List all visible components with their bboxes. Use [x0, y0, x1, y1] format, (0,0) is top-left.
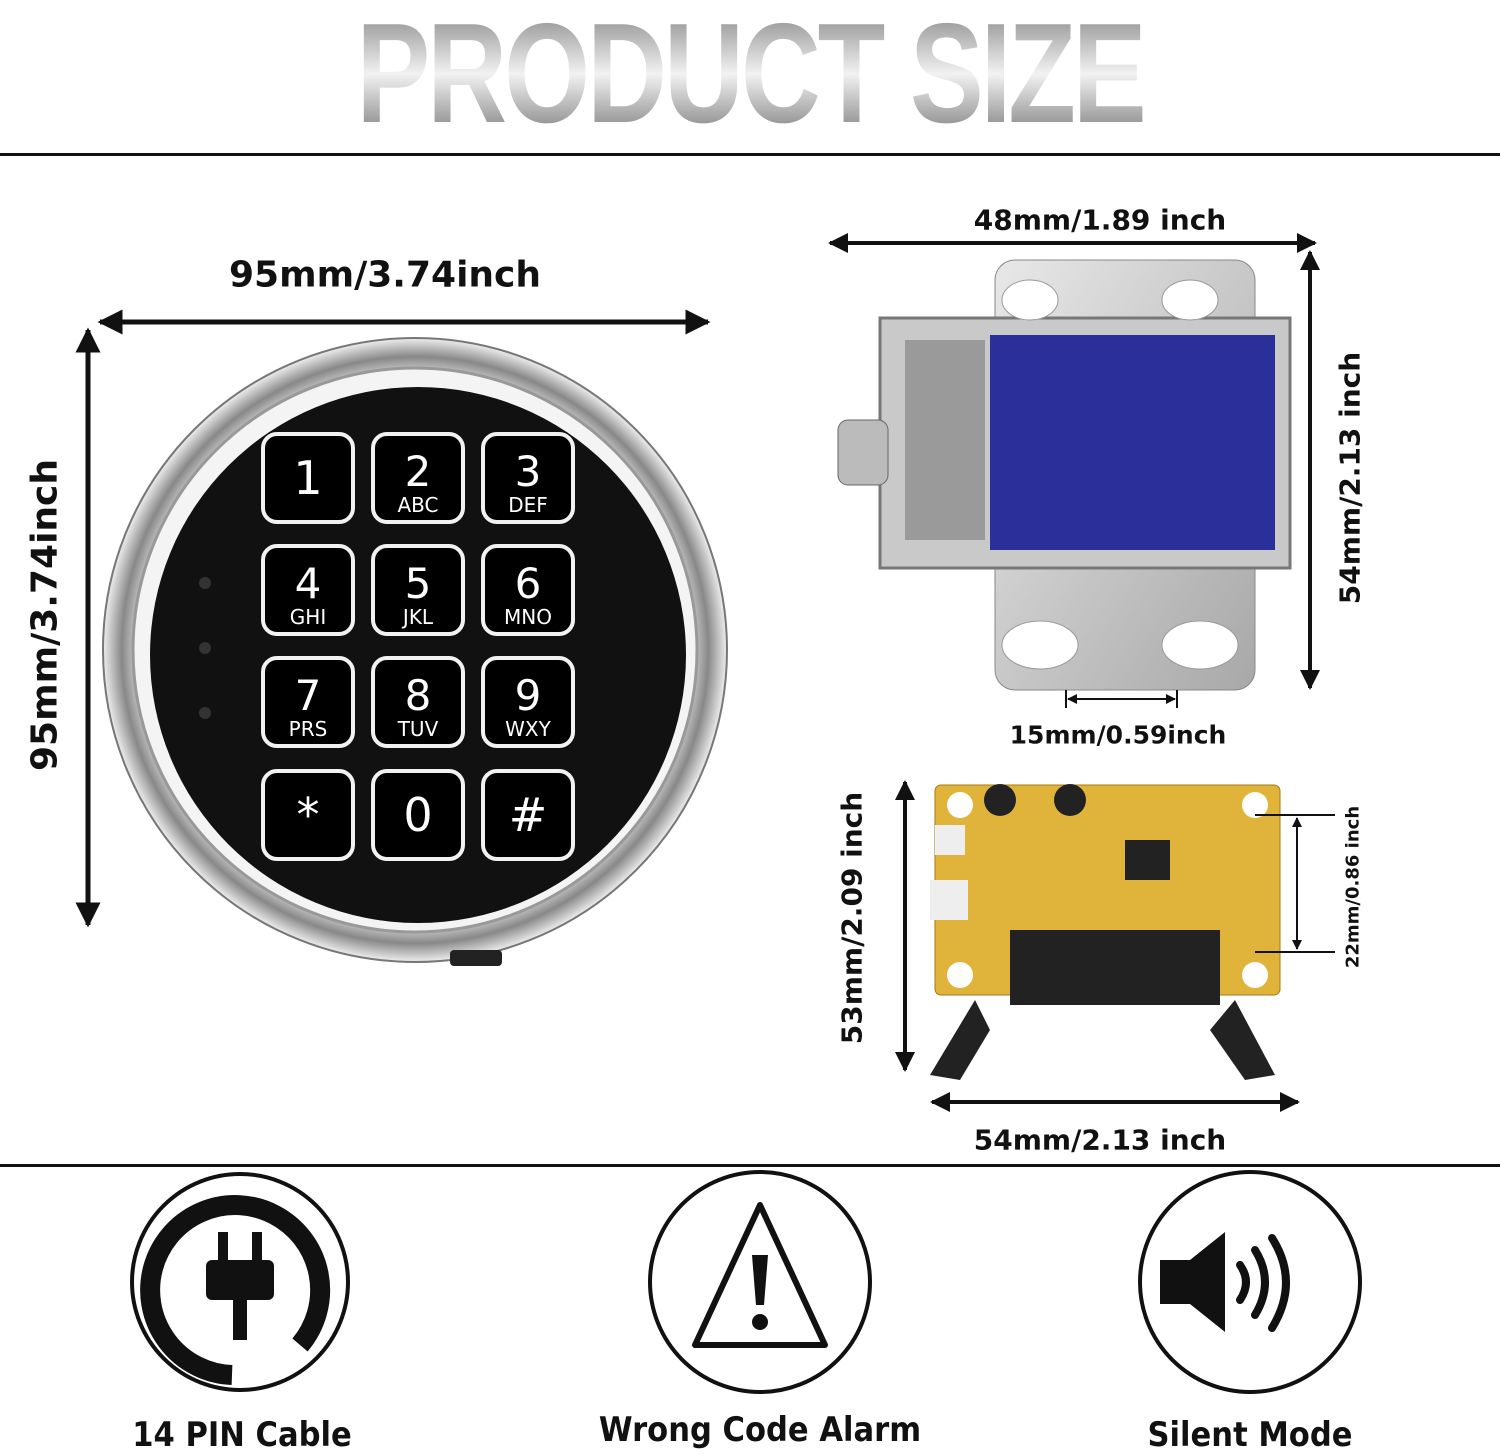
warning-icon-circle	[648, 1170, 872, 1394]
divider	[0, 153, 1500, 156]
speaker-icon-circle	[1138, 1170, 1362, 1394]
feature-label: Silent Mode	[1147, 1415, 1353, 1455]
key-digit: #	[509, 788, 548, 842]
key-letters: MNO	[504, 605, 552, 629]
keypad-key: 1	[261, 432, 355, 524]
pcb-height-label: 53mm/2.09 inch	[835, 791, 869, 1045]
key-digit: 8	[405, 671, 432, 720]
keypad-height-label: 95mm/3.74inch	[24, 458, 66, 772]
speaker-icon	[1160, 1232, 1290, 1332]
pcb-hole-spacing-label: 22mm/0.86 inch	[1342, 805, 1364, 969]
key-letters: DEF	[508, 493, 548, 517]
divider	[0, 1164, 1500, 1167]
plug-icon	[140, 1195, 331, 1385]
key-digit: 2	[405, 447, 432, 496]
pcb-width-label: 54mm/2.13 inch	[973, 1123, 1227, 1157]
key-digit: 5	[405, 559, 432, 608]
key-digit: 7	[295, 671, 322, 720]
keypad-width-label: 95mm/3.74inch	[228, 254, 542, 296]
key-letters: JKL	[401, 605, 434, 629]
key-digit: 0	[403, 788, 432, 842]
feature-label: 14 PIN Cable	[132, 1415, 352, 1455]
solenoid-height-label: 54mm/2.13 inch	[1333, 351, 1367, 605]
page-title: PRODUCT SIZE	[165, 0, 1335, 156]
keypad-key: *	[261, 769, 355, 861]
feature-label: Wrong Code Alarm	[598, 1410, 922, 1450]
key-digit: 4	[295, 559, 322, 608]
key-digit: 9	[515, 671, 542, 720]
key-letters: ABC	[397, 493, 438, 517]
key-letters: GHI	[290, 605, 326, 629]
key-digit: 1	[293, 451, 322, 505]
warning-icon	[692, 1202, 828, 1348]
key-letters: TUV	[397, 717, 439, 741]
keypad-key: #	[481, 769, 575, 861]
key-digit: 6	[515, 559, 542, 608]
key-digit: 3	[515, 447, 542, 496]
plug-icon-circle	[130, 1172, 350, 1392]
key-letters: WXY	[505, 717, 551, 741]
bracket-width-label: 15mm/0.59inch	[1009, 720, 1227, 750]
pcb-image	[930, 784, 1281, 1080]
key-letters: PRS	[289, 717, 328, 741]
key-digit: *	[297, 788, 320, 842]
keypad-key: 0	[371, 769, 465, 861]
solenoid-width-label: 48mm/1.89 inch	[973, 203, 1227, 237]
solenoid-image	[837, 259, 1292, 691]
